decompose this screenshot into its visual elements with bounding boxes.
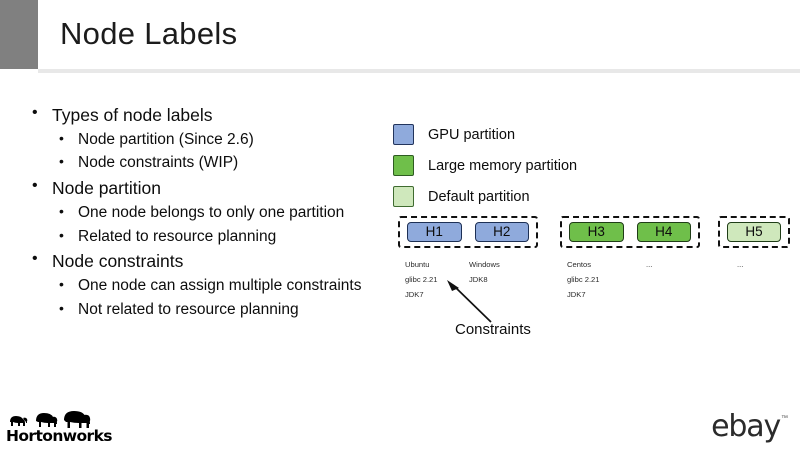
partition-group-gpu: H1 H2 [398,216,538,248]
legend-swatch-icon [393,124,414,145]
constraint-line: Centos [567,260,592,269]
node-box: H1 [407,222,462,242]
constraint-line: ... [737,260,744,269]
constraint-column-h4: ... [646,258,652,273]
partition-group-default: H5 [718,216,790,248]
bullet-item-level1: Node constraints [26,248,392,274]
bullet-item-level1: Node partition [26,175,392,201]
hortonworks-wordmark: Hortonworks [6,427,113,445]
three-elephants-icon [10,411,91,428]
bullet-item-level1: Types of node labels [26,102,392,128]
node-box: H5 [727,222,781,242]
bullet-item-level2: One node belongs to only one partition [26,201,392,225]
slide-title-bar: Node Labels [0,0,800,69]
constraints-arrow-icon [447,280,492,323]
page-title: Node Labels [60,16,238,51]
constraint-column-h1: Ubuntu glibc 2.21 JDK7 [405,258,438,302]
constraint-line: JDK7 [567,289,586,299]
title-accent-block [0,0,38,69]
constraint-line: JDK7 [405,289,424,299]
legend-swatch-icon [393,155,414,176]
constraint-column-h3: Centos glibc 2.21 JDK7 [567,258,600,302]
constraint-line: Windows [469,260,500,269]
title-divider [38,69,800,73]
bullet-list: Types of node labels Node partition (Sin… [26,102,392,322]
legend-label: Default partition [428,188,530,205]
constraint-column-h5: ... [737,258,743,273]
legend-item-large-memory-partition: Large memory partition [393,155,577,176]
bullet-item-level2: Node partition (Since 2.6) [26,128,392,152]
legend-swatch-icon [393,186,414,207]
legend-item-default-partition: Default partition [393,186,530,207]
ebay-wordmark: ebay [711,409,781,444]
constraint-column-h2: Windows JDK8 [469,258,500,288]
constraints-annotation-label: Constraints [455,321,531,338]
constraint-line: Ubuntu [405,260,430,269]
bullet-item-level2: Node constraints (WIP) [26,151,392,175]
constraint-line: ... [646,260,653,269]
node-box: H3 [569,222,624,242]
legend-label: Large memory partition [428,157,578,174]
constraint-line: JDK8 [469,274,488,284]
legend-label: GPU partition [428,126,516,143]
bullet-item-level2: Related to resource planning [26,225,392,249]
node-box: H2 [474,222,529,242]
partition-group-large-memory: H3 H4 [560,216,700,248]
legend-item-gpu-partition: GPU partition [393,124,515,145]
ebay-logo: ebay ™ [711,412,788,442]
constraint-line: glibc 2.21 [405,274,438,284]
bullet-item-level2: One node can assign multiple constraints [26,274,392,298]
bullet-item-level2: Not related to resource planning [26,298,392,322]
node-box: H4 [636,222,691,242]
hortonworks-logo: Hortonworks [6,406,136,450]
ebay-trademark: ™ [781,415,788,422]
constraint-line: glibc 2.21 [567,274,600,284]
node-labels-diagram: GPU partition Large memory partition Def… [393,118,793,358]
